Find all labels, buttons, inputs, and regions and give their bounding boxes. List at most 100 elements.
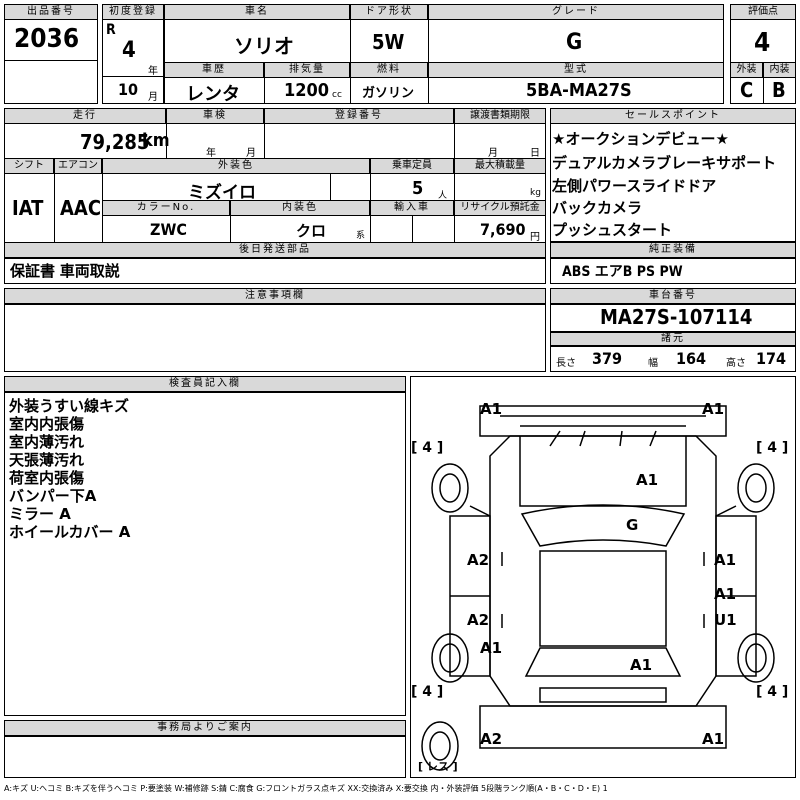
- max-load-header: 最大積載量: [454, 158, 546, 174]
- interior-color: クロ: [296, 222, 327, 240]
- overall-score: 4: [754, 28, 771, 58]
- sales-point: 左側パワースライドドア: [552, 177, 717, 195]
- inspector-note: 外装うすい線キズ: [9, 397, 130, 415]
- color-no-header: カラーNo.: [102, 200, 230, 216]
- inspector-note: ミラー A: [9, 505, 71, 523]
- tire-rear-right: [ 4 ]: [756, 684, 789, 700]
- year-unit: 年: [148, 66, 158, 77]
- doc-day-unit: 日: [530, 148, 540, 159]
- dimensions-box: [550, 346, 796, 372]
- inspector-box: [4, 392, 406, 716]
- sales-point: バックカメラ: [552, 199, 643, 217]
- interior-header: 内装: [763, 62, 796, 78]
- car-name-header: 車名: [164, 4, 350, 20]
- fuel-header: 燃料: [350, 62, 428, 78]
- inspection-month-unit: 月: [246, 148, 256, 159]
- inspector-note: 室内内張傷: [9, 415, 85, 433]
- capacity-header: 乗車定員: [370, 158, 454, 174]
- aircon-header: エアコン: [54, 158, 102, 174]
- inspector-note: 天張薄汚れ: [9, 451, 85, 469]
- tire-rear-left: [ 4 ]: [411, 684, 444, 700]
- exterior-color: ミズイロ: [188, 183, 256, 203]
- inspector-note: バンパー下A: [9, 487, 97, 505]
- aircon-type: AAC: [60, 196, 102, 220]
- car-diagram-box: [410, 376, 796, 778]
- reg-no-header: 登録番号: [264, 108, 454, 124]
- chassis-header: 車台番号: [550, 288, 796, 304]
- inspection-header: 車検: [166, 108, 264, 124]
- width: 164: [676, 349, 707, 368]
- registration-month: 10: [118, 80, 139, 99]
- tire-front-left: [ 4 ]: [411, 440, 444, 456]
- damage-windshield: G: [626, 516, 639, 534]
- chassis-box: [550, 304, 796, 332]
- import-header: 輸入車: [370, 200, 454, 216]
- interior-grade: B: [772, 78, 786, 102]
- lot-number: 2036: [14, 24, 80, 54]
- exterior-grade: C: [740, 78, 754, 102]
- first-registration-box: [102, 4, 164, 104]
- sales-points-header: セールスポイント: [550, 108, 796, 124]
- damage-left-rear-door: A2: [467, 611, 490, 629]
- later-parts-header: 後日発送部品: [4, 242, 546, 258]
- inspector-note: ホイールカバー A: [9, 523, 131, 541]
- width-label: 幅: [648, 358, 658, 369]
- damage-front-right: A1: [702, 400, 725, 418]
- damage-hood: A1: [636, 471, 659, 489]
- recycle-unit: 円: [530, 232, 540, 243]
- damage-right-rear-upper: A1: [714, 585, 737, 603]
- genuine-equipment-box: [550, 258, 796, 284]
- damage-left-front-door: A2: [467, 551, 490, 569]
- shift-type: IAT: [12, 196, 44, 220]
- fuel-type: ガソリン: [362, 86, 415, 101]
- capacity-unit: 人: [438, 191, 448, 201]
- color-number: ZWC: [150, 220, 187, 239]
- first-registration-header: 初度登録: [102, 4, 164, 20]
- damage-rear-left: A2: [480, 730, 503, 748]
- grade-header: グレード: [428, 4, 724, 20]
- genuine-equipment-header: 純正装備: [550, 242, 796, 258]
- car-name: ソリオ: [234, 34, 294, 58]
- length: 379: [592, 349, 623, 368]
- recycle-deposit: 7,690: [480, 220, 526, 239]
- lot-number-header: 出品番号: [4, 4, 98, 20]
- transfer-doc-header: 譲渡書類期限: [454, 108, 546, 124]
- damage-right-rear-door: U1: [714, 611, 737, 629]
- damage-front-left: A1: [480, 400, 503, 418]
- car-info-box: [164, 4, 724, 104]
- displacement: 1200: [284, 80, 330, 101]
- shift-header: シフト: [4, 158, 54, 174]
- car-history: レンタ: [186, 84, 240, 105]
- legend: A:キズ U:ヘコミ B:キズを伴うヘコミ P:要塗装 W:補修跡 S:錆 C:…: [4, 784, 608, 793]
- mileage-unit: km: [142, 130, 170, 151]
- registration-year: 4: [122, 38, 136, 63]
- office-box: [4, 736, 406, 778]
- height-label: 高さ: [726, 358, 746, 369]
- score-header: 評価点: [730, 4, 796, 20]
- sales-point: デュアルカメラブレーキサポート: [552, 154, 777, 172]
- sales-points-box: [550, 108, 796, 242]
- sales-point: プッシュスタート: [552, 221, 673, 239]
- recycle-header: リサイクル預託金: [454, 200, 546, 216]
- later-parts: 保証書 車両取説: [10, 262, 120, 280]
- height: 174: [756, 349, 787, 368]
- mileage: 79,285: [80, 130, 150, 154]
- month-unit: 月: [148, 92, 158, 103]
- damage-roof: A1: [630, 656, 653, 674]
- later-parts-box: [4, 258, 546, 284]
- int-color-header: 内装色: [230, 200, 370, 216]
- capacity: 5: [412, 178, 424, 199]
- car-diagram: [421, 405, 775, 771]
- sales-point: ★オークションデビュー★: [552, 130, 729, 148]
- main-info-box: [4, 108, 546, 258]
- grade: G: [566, 30, 583, 55]
- chassis-number: MA27S-107114: [600, 305, 753, 329]
- mileage-header: 走行: [4, 108, 166, 124]
- lot-number-box: [4, 4, 98, 104]
- inspection-year-unit: 年: [206, 148, 216, 159]
- displacement-unit: cc: [332, 90, 342, 100]
- model-code-header: 型式: [428, 62, 724, 78]
- length-label: 長さ: [556, 358, 576, 369]
- damage-right-front-door: A1: [714, 551, 737, 569]
- ext-color-header: 外装色: [102, 158, 370, 174]
